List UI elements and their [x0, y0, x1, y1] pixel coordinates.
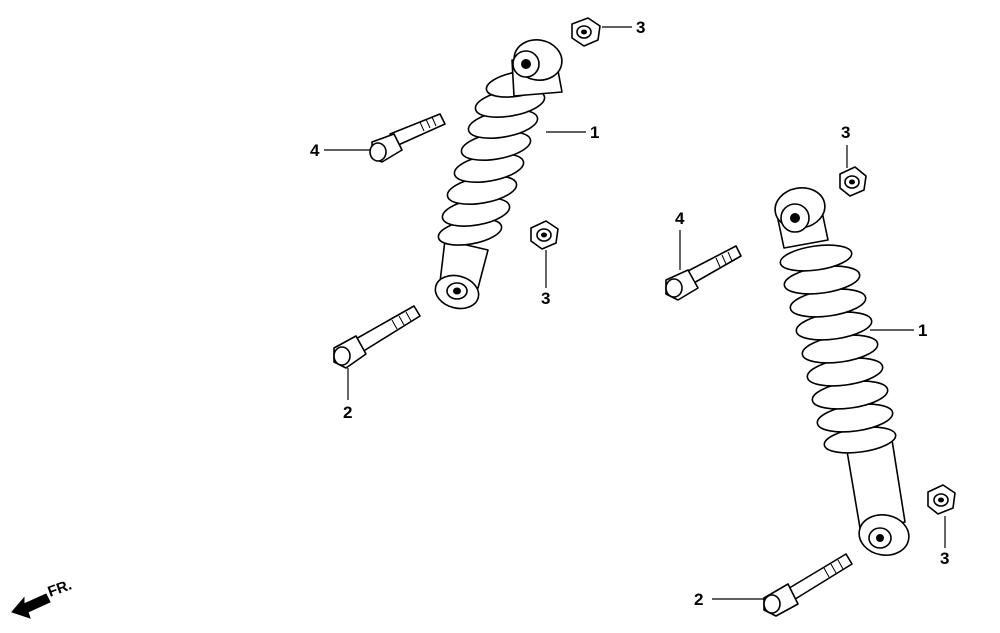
right-lower-nut — [927, 484, 956, 515]
left-shock-absorber — [434, 39, 563, 310]
callout-left-lower-nut: 3 — [541, 289, 550, 308]
left-top-nut — [571, 17, 601, 47]
right-upper-bolt — [665, 245, 742, 301]
callout-left-upper-bolt: 4 — [310, 141, 320, 160]
left-lower-bolt — [333, 305, 421, 369]
right-top-nut — [839, 166, 867, 197]
callout-left-shock: 1 — [590, 123, 599, 142]
right-shock-absorber — [774, 187, 910, 556]
right-shock-spring — [779, 244, 897, 454]
callout-right-shock: 1 — [918, 321, 927, 340]
leader-lines — [324, 26, 946, 600]
right-lower-bolt — [763, 553, 853, 617]
left-shock-spring — [437, 70, 551, 246]
callout-right-lower-bolt: 2 — [694, 590, 703, 609]
front-label: FR. — [46, 577, 75, 601]
callout-right-top-nut: 3 — [841, 123, 850, 142]
callout-left-top-nut: 3 — [636, 18, 645, 37]
left-upper-bolt — [369, 113, 446, 163]
callout-right-lower-nut: 3 — [940, 549, 949, 568]
callout-right-upper-bolt: 4 — [675, 209, 685, 228]
left-lower-nut — [530, 220, 559, 250]
callout-left-lower-bolt: 2 — [343, 403, 352, 422]
front-direction-arrow: FR. — [11, 577, 75, 619]
